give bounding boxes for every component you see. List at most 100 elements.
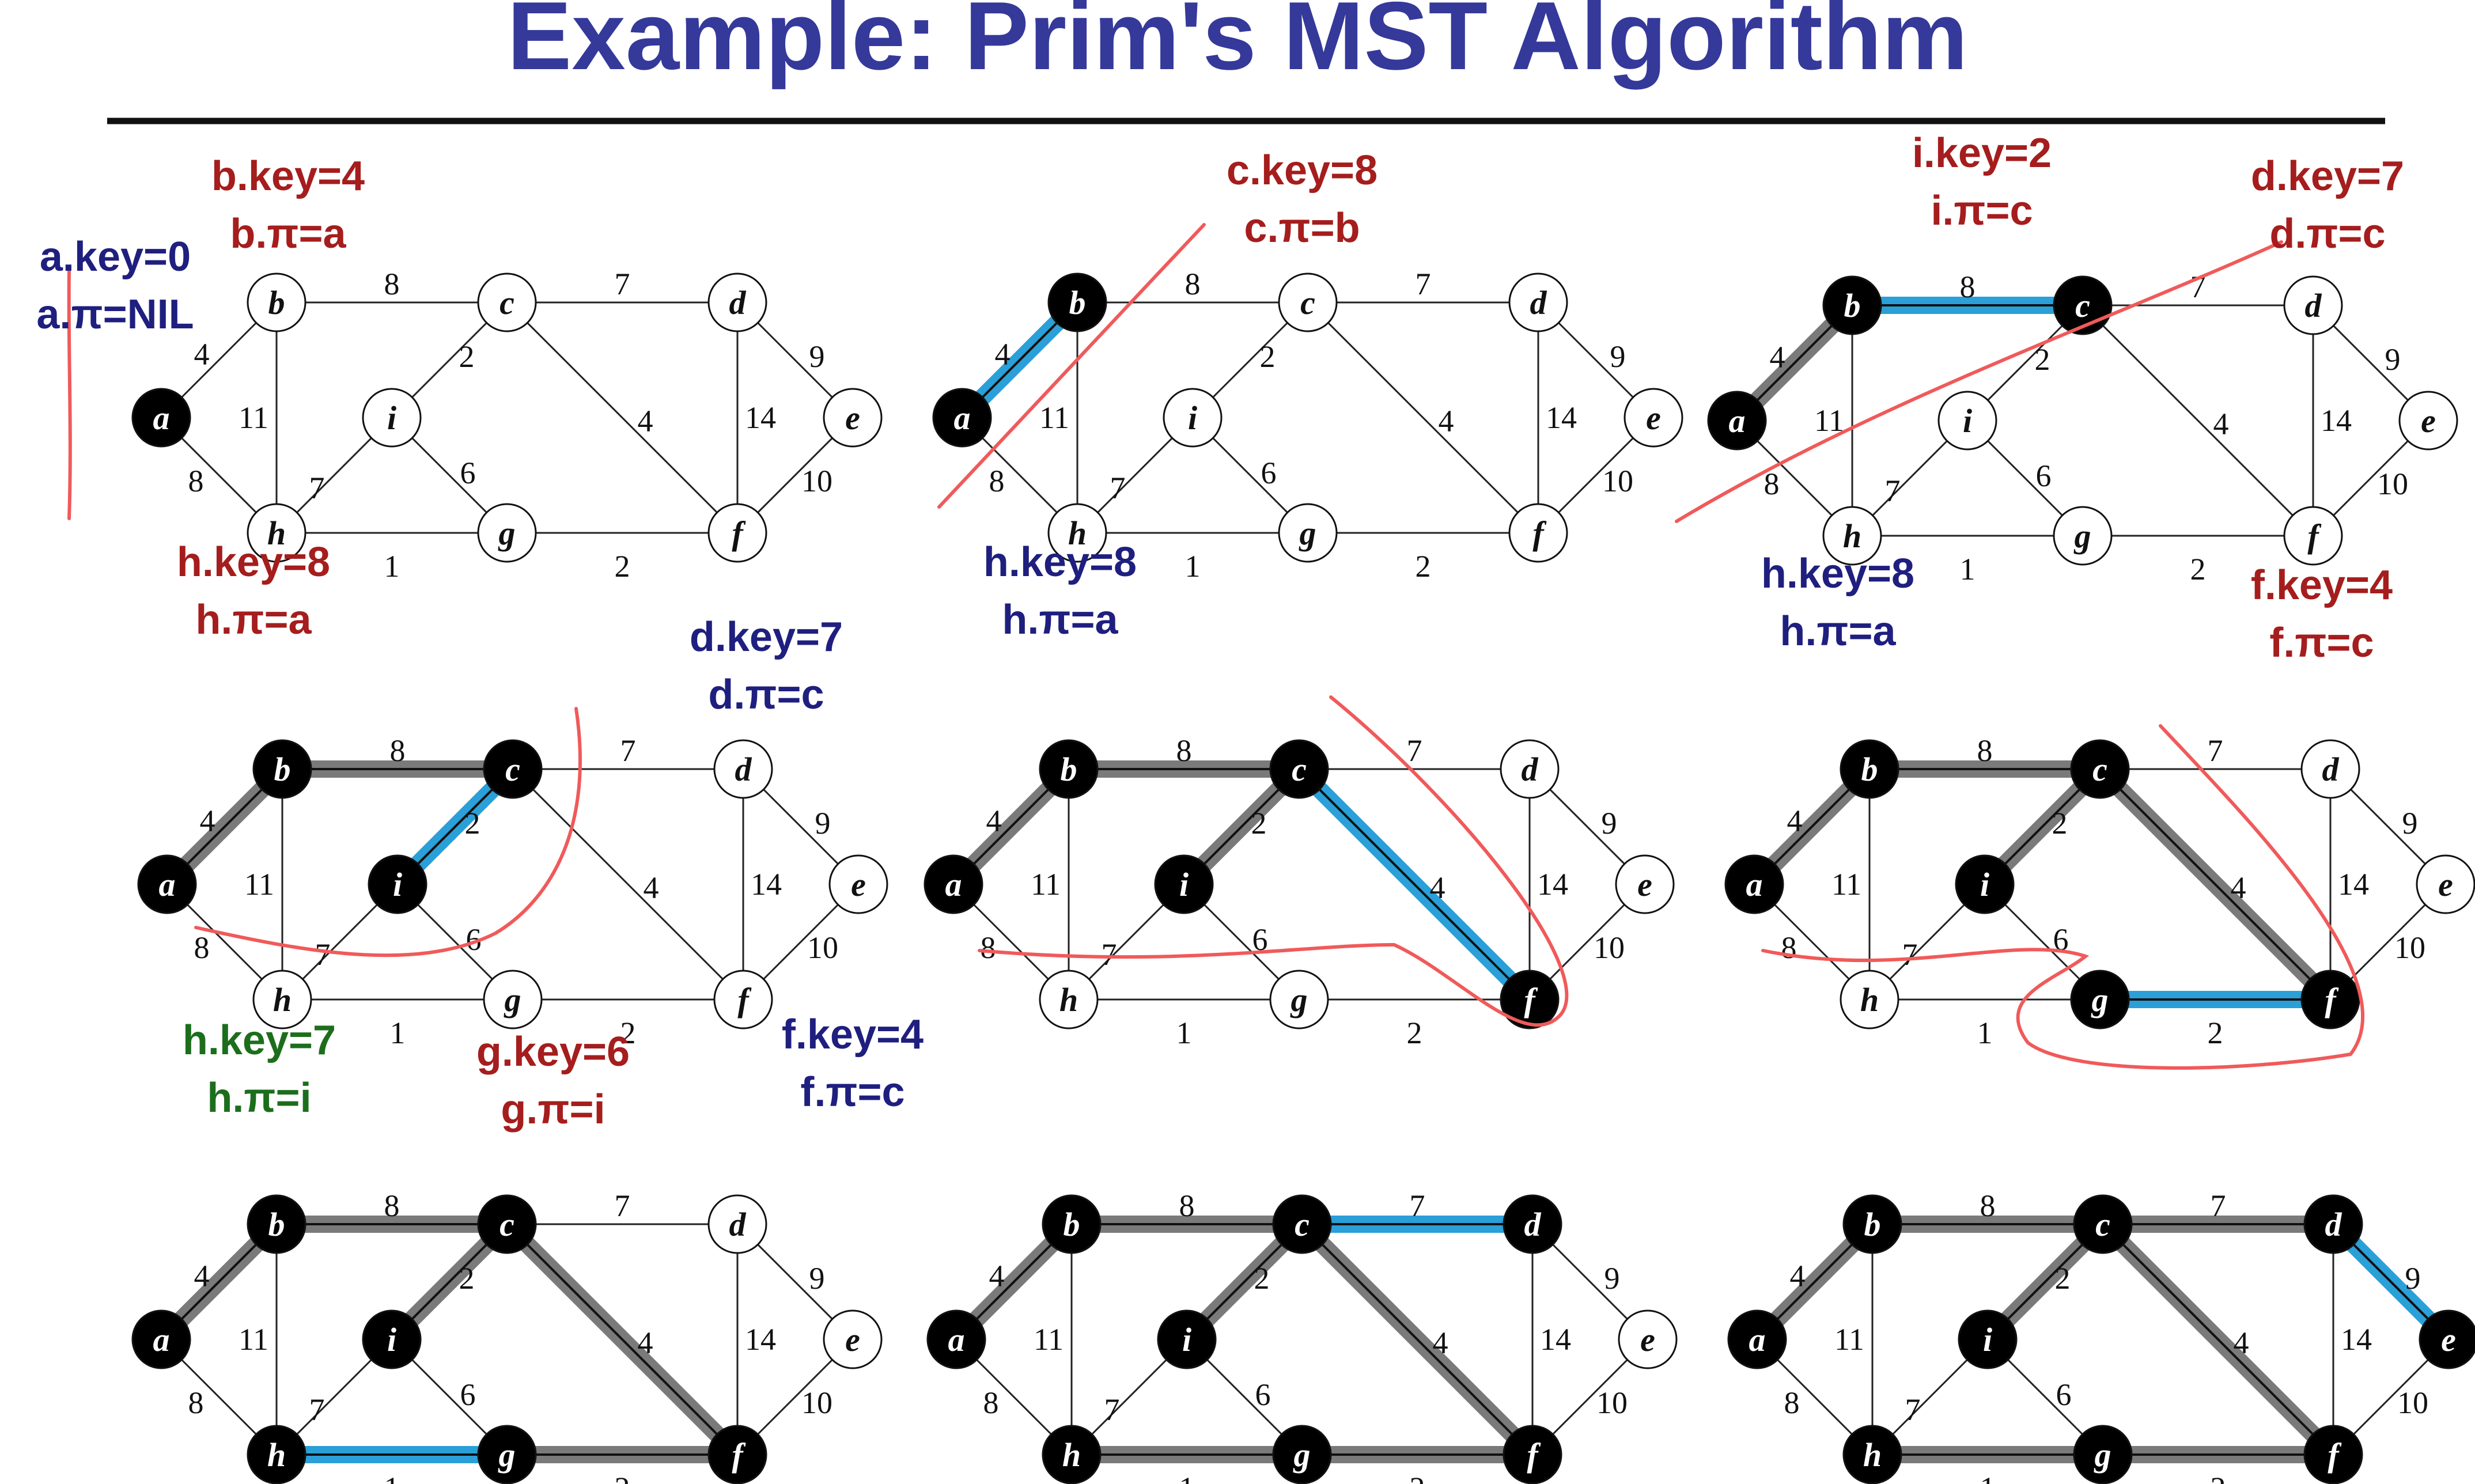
node-e: e [2416, 854, 2475, 914]
node-d: d [1500, 739, 1560, 799]
cut-line [194, 707, 582, 957]
node-h: h [1042, 1425, 1102, 1484]
annotation-line: a.key=0 [40, 234, 191, 280]
edge-b-h: 11 [1031, 769, 1070, 1000]
node-circle [2416, 854, 2475, 914]
node-a: a [1727, 1309, 1787, 1369]
node-circle [707, 1425, 767, 1484]
edge-c-f: 4 [2091, 760, 2339, 1008]
node-circle [2053, 506, 2113, 566]
node-label: e [2438, 866, 2453, 903]
node-circle [932, 388, 992, 448]
node-circle [252, 739, 312, 799]
edge-weight: 11 [239, 1322, 268, 1357]
edge-c-f: 4 [1307, 301, 1539, 534]
edge-weight: 1 [384, 1471, 400, 1484]
edge-weight: 7 [1902, 937, 1918, 972]
node-g: g [1272, 1425, 1332, 1484]
node-i: i [1157, 1309, 1217, 1369]
annotation-line: h.π=a [195, 597, 312, 643]
node-label: d [1522, 751, 1539, 788]
node-circle [1047, 272, 1107, 332]
node-circle [131, 388, 191, 448]
key-annotation: h.key=8h.π=a [177, 539, 330, 643]
node-circle [2300, 970, 2360, 1029]
node-circle [2070, 970, 2130, 1029]
edge-weight: 1 [1977, 1016, 1993, 1050]
node-label: c [2075, 287, 2090, 324]
node-circle [368, 854, 427, 914]
cut-line [978, 695, 1569, 1027]
node-i: i [1154, 854, 1214, 914]
node-circle [1840, 970, 1899, 1029]
edge-c-d: 7 [507, 267, 737, 304]
edge-weight: 1 [1179, 1471, 1195, 1484]
edge-weight: 2 [1254, 1261, 1270, 1296]
edge-d-f: 14 [2312, 305, 2352, 536]
node-e: e [823, 1309, 883, 1369]
node-f: f [2300, 970, 2360, 1029]
cut-line [1675, 240, 2283, 523]
edge-c-d: 7 [2083, 270, 2313, 306]
annotation-line: i.key=2 [1912, 130, 2052, 176]
edge-weight: 2 [465, 806, 480, 841]
node-label: d [1530, 284, 1547, 321]
edge-b-c: 8 [277, 267, 507, 304]
edge-c-d: 7 [2100, 733, 2330, 770]
annotation-line: f.π=c [800, 1069, 905, 1115]
node-h: h [252, 970, 312, 1029]
node-label: i [1182, 1321, 1191, 1358]
edge-weight: 1 [390, 1016, 406, 1050]
node-circle [137, 854, 197, 914]
node-e: e [2419, 1309, 2475, 1369]
edge-weight: 7 [309, 1392, 325, 1427]
node-e: e [1618, 1309, 1678, 1369]
node-label: i [387, 399, 396, 437]
edge-weight: 7 [620, 733, 636, 768]
edge-weight: 9 [2405, 1261, 2421, 1296]
edge-weight: 8 [384, 1188, 400, 1223]
node-c: c [1278, 272, 1338, 332]
node-label: i [1188, 399, 1197, 437]
node-label: e [845, 399, 860, 437]
node-h: h [1039, 970, 1099, 1029]
edge-weight: 7 [315, 937, 331, 972]
edge-weight: 8 [188, 464, 204, 498]
edge-weight: 11 [1814, 403, 1844, 438]
annotation-line: d.π=c [708, 672, 824, 718]
node-circle [713, 970, 773, 1029]
annotation-line: f.key=4 [2251, 562, 2393, 608]
node-a: a [932, 388, 992, 448]
annotation-line: f.π=c [2269, 620, 2374, 666]
edge-weight: 10 [2394, 930, 2425, 965]
edge-weight: 14 [1546, 400, 1577, 435]
node-circle [1500, 970, 1560, 1029]
node-label: h [267, 1436, 286, 1474]
edge-weight: 14 [745, 1322, 776, 1357]
edge-weight: 6 [2056, 1377, 2072, 1412]
node-label: c [499, 284, 514, 321]
edge-weight: 11 [1039, 400, 1069, 435]
edge-d-f: 14 [1531, 1224, 1571, 1455]
node-circle [483, 970, 543, 1029]
node-f: f [713, 970, 773, 1029]
node-label: b [268, 1206, 285, 1243]
edge-weight: 4 [1790, 1259, 1806, 1293]
edge-b-h: 11 [1834, 1224, 1874, 1455]
annotation-line: b.π=a [230, 211, 346, 257]
edge-weight: 7 [1885, 474, 1901, 508]
annotation-line: h.π=a [1780, 608, 1896, 654]
edge-weight: 2 [459, 1261, 475, 1296]
edge-b-h: 11 [239, 302, 278, 533]
node-b: b [1822, 275, 1882, 335]
annotation-line: h.π=i [207, 1075, 311, 1121]
edge-h-g: 1 [1870, 998, 2100, 1050]
edge-weight: 14 [2321, 403, 2352, 438]
node-label: h [1059, 981, 1078, 1019]
edge-weight: 10 [2377, 467, 2408, 501]
key-annotation: d.key=7d.π=c [2251, 153, 2404, 257]
node-circle [1707, 391, 1767, 450]
edge-weight: 6 [460, 456, 476, 490]
node-label: i [1983, 1321, 1992, 1358]
